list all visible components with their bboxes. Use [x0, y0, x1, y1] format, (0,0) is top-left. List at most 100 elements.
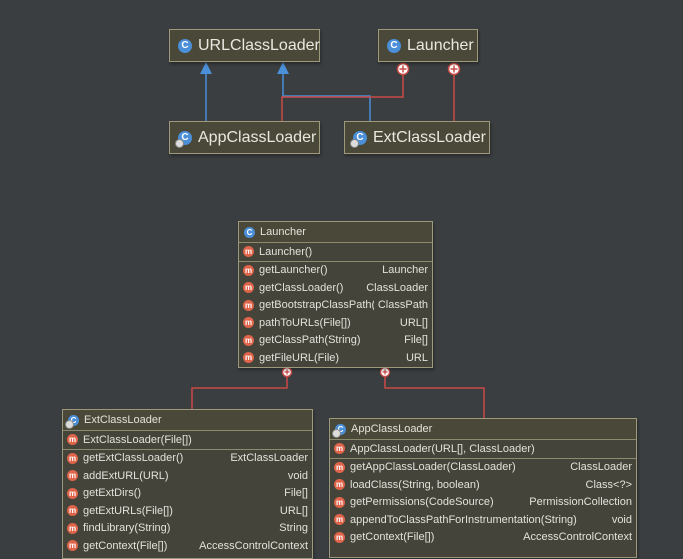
method-icon: m	[334, 443, 345, 455]
method-return-type: AccessControlContext	[199, 539, 308, 552]
method-row[interactable]: m getLauncher() Launcher	[239, 262, 432, 280]
method-name: getContext(File[])	[83, 539, 168, 552]
inner-class-lines	[281, 74, 455, 121]
method-return-type: PermissionCollection	[529, 496, 632, 509]
method-icon: m	[334, 531, 345, 543]
class-header: C Launcher	[239, 222, 432, 243]
method-row[interactable]: m getContext(File[]) AccessControlContext	[63, 537, 312, 555]
class-title: ExtClassLoader	[84, 414, 162, 426]
class-icon: C	[178, 38, 192, 53]
method-return-type: Class<?>	[585, 478, 632, 491]
method-icon: m	[67, 452, 78, 464]
method-icon: m	[243, 282, 254, 294]
static-class-icon: C	[332, 423, 346, 438]
method-row[interactable]: m getContext(File[]) AccessControlContext	[330, 529, 636, 547]
constructor-row[interactable]: m AppClassLoader(URL[], ClassLoader)	[330, 440, 636, 458]
static-class-icon: C	[65, 414, 79, 429]
class-title: AppClassLoader	[351, 423, 433, 435]
app-class-loader-box[interactable]: C AppClassLoader m AppClassLoader(URL[],…	[329, 418, 637, 558]
launcher-class-box[interactable]: C Launcher m Launcher() m getLauncher() La…	[238, 221, 433, 368]
method-icon: m	[334, 514, 345, 526]
launcher-label: Launcher	[407, 36, 474, 54]
class-icon: C	[244, 226, 255, 238]
method-icon: m	[243, 317, 254, 329]
class-icon: C	[387, 38, 401, 53]
method-icon: m	[334, 479, 345, 491]
inner-class-markers	[396, 62, 461, 76]
method-icon: m	[334, 496, 345, 508]
constructor-section: m AppClassLoader(URL[], ClassLoader)	[330, 440, 636, 459]
method-row[interactable]: m findLibrary(String) String	[63, 520, 312, 538]
ext-class-loader-node[interactable]: C ExtClassLoader	[344, 121, 490, 154]
class-title: Launcher	[260, 226, 306, 238]
method-name: getExtURLs(File[])	[83, 504, 173, 517]
method-icon: m	[243, 264, 254, 276]
method-name: addExtURL(URL)	[83, 469, 169, 482]
constructor-section: m ExtClassLoader(File[])	[63, 431, 312, 450]
method-icon: m	[67, 540, 78, 552]
method-icon: m	[67, 434, 78, 446]
method-return-type: String	[279, 522, 308, 535]
method-name: findLibrary(String)	[83, 522, 171, 535]
method-name: appendToClassPathForInstrumentation(Stri…	[350, 513, 577, 526]
method-icon: m	[243, 246, 254, 258]
class-header: C ExtClassLoader	[63, 410, 312, 431]
method-name: getFileURL(File)	[259, 351, 340, 364]
method-row[interactable]: m pathToURLs(File[]) URL[]	[239, 314, 432, 332]
url-class-loader-label: URLClassLoader	[198, 36, 320, 54]
constructor-row[interactable]: m ExtClassLoader(File[])	[63, 431, 312, 449]
method-name: getClassLoader()	[259, 281, 344, 294]
method-return-type: ClassPath	[377, 299, 428, 312]
method-return-type: URL[]	[399, 316, 428, 329]
method-return-type: ClassLoader	[366, 281, 428, 294]
method-return-type: AccessControlContext	[523, 531, 632, 544]
ext-class-loader-box[interactable]: C ExtClassLoader m ExtClassLoader(File[]…	[62, 409, 313, 559]
method-name: getLauncher()	[259, 264, 328, 277]
static-class-icon: C	[175, 130, 192, 148]
method-icon: m	[67, 522, 78, 534]
extends-arrows	[205, 72, 371, 121]
method-return-type: URL	[405, 351, 428, 364]
method-name: getPermissions(CodeSource)	[350, 496, 494, 509]
extends-arrowheads	[200, 62, 289, 74]
method-name: getContext(File[])	[350, 531, 435, 544]
method-name: getAppClassLoader(ClassLoader)	[350, 461, 516, 474]
method-row[interactable]: m appendToClassPathForInstrumentation(Str…	[330, 511, 636, 529]
method-name: getExtClassLoader()	[83, 452, 184, 465]
method-return-type: Launcher	[382, 264, 428, 277]
method-return-type: ClassLoader	[570, 461, 632, 474]
constructor-row[interactable]: m Launcher()	[239, 243, 432, 261]
bottom-inner-class-markers	[281, 366, 391, 378]
method-name: loadClass(String, boolean)	[350, 478, 480, 491]
method-icon: m	[243, 299, 254, 311]
app-class-loader-node[interactable]: C AppClassLoader	[169, 121, 320, 154]
method-return-type: File[]	[284, 487, 308, 500]
constructor-section: m Launcher()	[239, 243, 432, 262]
method-icon: m	[243, 334, 254, 346]
app-class-loader-label: AppClassLoader	[198, 128, 317, 146]
method-return-type: void	[611, 513, 632, 526]
method-return-type: File[]	[404, 334, 428, 347]
method-row[interactable]: m getClassLoader() ClassLoader	[239, 279, 432, 297]
method-name: pathToURLs(File[])	[259, 316, 351, 329]
constructor-name: AppClassLoader(URL[], ClassLoader)	[350, 442, 535, 455]
static-class-icon: C	[350, 130, 367, 148]
method-row[interactable]: m loadClass(String, boolean) Class<?>	[330, 476, 636, 494]
launcher-node[interactable]: C Launcher	[378, 29, 478, 62]
method-row[interactable]: m getPermissions(CodeSource) PermissionCol…	[330, 494, 636, 512]
class-header: C AppClassLoader	[330, 419, 636, 440]
ext-class-loader-label: ExtClassLoader	[373, 128, 486, 146]
method-return-type: void	[287, 469, 308, 482]
url-class-loader-node[interactable]: C URLClassLoader	[169, 29, 320, 62]
methods-section: m getAppClassLoader(ClassLoader) ClassLoad…	[330, 459, 636, 547]
